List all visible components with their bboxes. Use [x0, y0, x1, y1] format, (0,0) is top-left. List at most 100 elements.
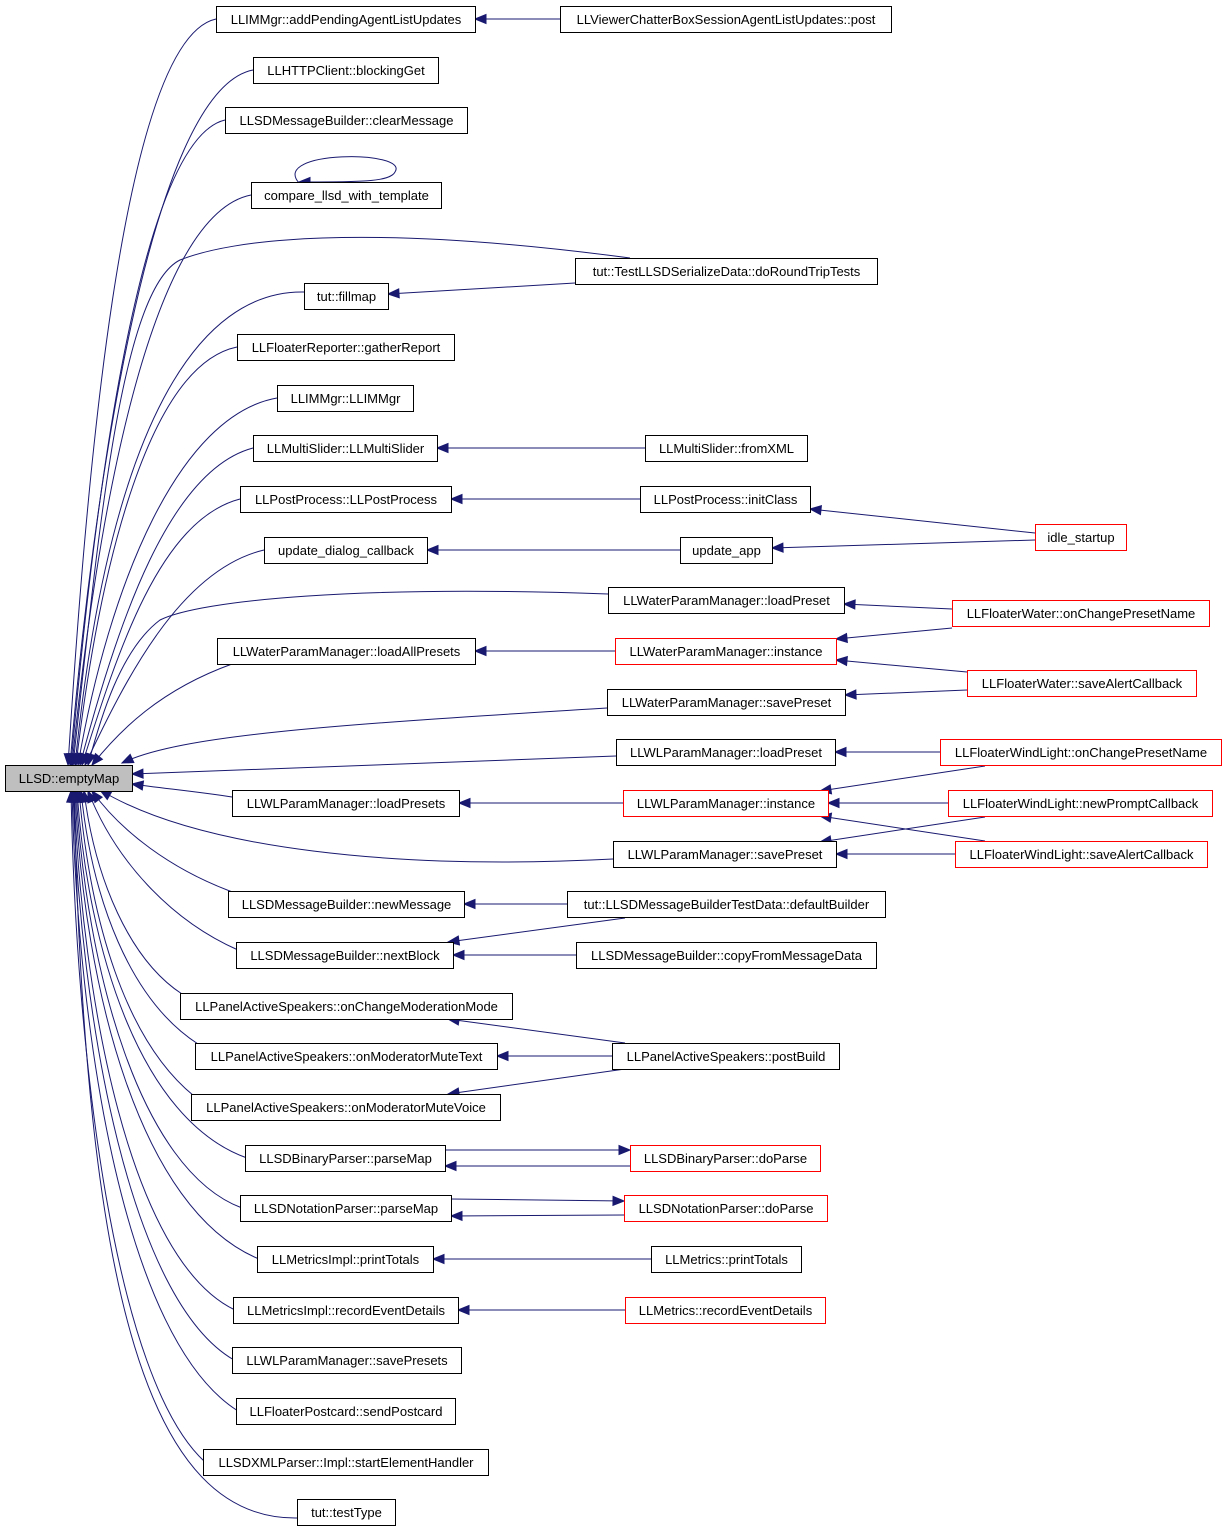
edge-arrowhead [425, 544, 439, 556]
edge-line [819, 816, 986, 843]
node-postProcess[interactable]: LLPostProcess::LLPostProcess [240, 486, 452, 513]
node-onModText[interactable]: LLPanelActiveSpeakers::onModeratorMuteTe… [195, 1043, 498, 1070]
node-onModVoice[interactable]: LLPanelActiveSpeakers::onModeratorMuteVo… [191, 1094, 501, 1121]
edge-arrowhead [842, 599, 856, 610]
edge-arrowhead [69, 789, 80, 803]
edge-waterSavePreset-to-root [120, 707, 608, 764]
node-waterLoadPreset[interactable]: LLWaterParamManager::loadPreset [608, 587, 845, 614]
node-sendPostcard[interactable]: LLFloaterPostcard::sendPostcard [236, 1398, 456, 1425]
node-label: LLMetricsImpl::recordEventDetails [247, 1303, 445, 1318]
node-wlSaveAlert[interactable]: LLFloaterWindLight::saveAlertCallback [955, 841, 1208, 868]
node-fromXML[interactable]: LLMultiSlider::fromXML [645, 435, 808, 462]
node-clearMessage[interactable]: LLSDMessageBuilder::clearMessage [225, 107, 468, 134]
node-label: update_app [692, 543, 761, 558]
node-label: tut::fillmap [317, 289, 376, 304]
node-label: LLFloaterWindLight::onChangePresetName [955, 745, 1207, 760]
node-nextBlock[interactable]: LLSDMessageBuilder::nextBlock [236, 942, 454, 969]
node-chatterPost[interactable]: LLViewerChatterBoxSessionAgentListUpdate… [560, 6, 892, 33]
node-label: LLSD::emptyMap [19, 771, 119, 786]
edge-line [76, 790, 248, 1159]
node-box [612, 1043, 840, 1070]
node-waterInstance[interactable]: LLWaterParamManager::instance [615, 638, 837, 665]
node-wlInstance[interactable]: LLWLParamManager::instance [623, 790, 829, 817]
node-box [575, 258, 878, 285]
node-binParseMap[interactable]: LLSDBinaryParser::parseMap [245, 1145, 446, 1172]
edge-arrowhead [826, 797, 840, 809]
edge-waterLoadPreset-to-root [85, 590, 609, 767]
node-label: LLSDMessageBuilder::nextBlock [250, 948, 440, 963]
node-box [623, 790, 829, 817]
edge-line [450, 1214, 625, 1217]
node-waterOnChange[interactable]: LLFloaterWater::onChangePresetName [952, 600, 1210, 627]
node-label: LLSDBinaryParser::doParse [644, 1151, 807, 1166]
node-updateDialog[interactable]: update_dialog_callback [264, 537, 428, 564]
node-label: LLSDMessageBuilder::clearMessage [240, 113, 454, 128]
edge-arrowhead [91, 752, 104, 767]
node-startElement[interactable]: LLSDXMLParser::Impl::startElementHandler [203, 1449, 489, 1476]
node-root[interactable]: LLSD::emptyMap [5, 765, 133, 792]
edge-line [67, 18, 217, 766]
node-box [625, 1297, 826, 1324]
edge-line [447, 917, 626, 943]
node-wlNewPrompt[interactable]: LLFloaterWindLight::newPromptCallback [948, 790, 1213, 817]
node-waterLoadAll[interactable]: LLWaterParamManager::loadAllPresets [217, 638, 476, 665]
node-label: LLWaterParamManager::savePreset [622, 695, 832, 710]
node-imMgr[interactable]: LLIMMgr::LLIMMgr [277, 385, 414, 412]
edge-line [131, 783, 233, 798]
node-label: LLPostProcess::LLPostProcess [255, 492, 438, 507]
node-box [180, 993, 513, 1020]
node-copyFrom[interactable]: LLSDMessageBuilder::copyFromMessageData [576, 942, 877, 969]
node-postBuild[interactable]: LLPanelActiveSpeakers::postBuild [612, 1043, 840, 1070]
node-recordDetails[interactable]: LLMetrics::recordEventDetails [625, 1297, 826, 1324]
node-onChangeMod[interactable]: LLPanelActiveSpeakers::onChangeModeratio… [180, 993, 513, 1020]
edge-testType-to-root [69, 789, 298, 1519]
node-label: LLMultiSlider::fromXML [659, 441, 794, 456]
node-multiSlider[interactable]: LLMultiSlider::LLMultiSlider [253, 435, 438, 462]
node-implPrintTotals[interactable]: LLMetricsImpl::printTotals [257, 1246, 434, 1273]
edge-layer [63, 13, 1036, 1519]
node-fillmap[interactable]: tut::fillmap [304, 283, 389, 310]
node-testType[interactable]: tut::testType [297, 1499, 396, 1526]
node-gatherReport[interactable]: LLFloaterReporter::gatherReport [237, 334, 455, 361]
node-layer: LLSD::emptyMap LLIMMgr::addPendingAgentLi… [5, 6, 1222, 1526]
node-implRecord[interactable]: LLMetricsImpl::recordEventDetails [233, 1297, 459, 1324]
node-wlSavePresets[interactable]: LLWLParamManager::savePresets [232, 1347, 462, 1374]
node-wlLoadPreset[interactable]: LLWLParamManager::loadPreset [616, 739, 836, 766]
node-binDoParse[interactable]: LLSDBinaryParser::doParse [630, 1145, 821, 1172]
node-notParseMap[interactable]: LLSDNotationParser::parseMap [240, 1195, 452, 1222]
edge-updateApp-to-updateDialog [425, 544, 680, 556]
node-box [940, 739, 1222, 766]
node-box [236, 1398, 456, 1425]
edge-arrowhead [457, 797, 471, 809]
node-roundTrip[interactable]: tut::TestLLSDSerializeData::doRoundTripT… [575, 258, 878, 285]
node-label: LLMetrics::printTotals [665, 1252, 788, 1267]
node-box [680, 537, 773, 564]
node-idleStartup[interactable]: idle_startup [1035, 524, 1127, 551]
node-box [216, 6, 476, 33]
edge-nextBlock-to-root [87, 789, 239, 951]
node-compare[interactable]: compare_llsd_with_template [251, 182, 442, 209]
node-box [952, 600, 1210, 627]
node-label: tut::LLSDMessageBuilderTestData::default… [584, 897, 870, 912]
node-defaultBuilder[interactable]: tut::LLSDMessageBuilderTestData::default… [567, 891, 886, 918]
node-updateApp[interactable]: update_app [680, 537, 773, 564]
node-newMessage[interactable]: LLSDMessageBuilder::newMessage [228, 891, 465, 918]
node-box [967, 670, 1197, 697]
node-notDoParse[interactable]: LLSDNotationParser::doParse [624, 1195, 828, 1222]
node-box [203, 1449, 489, 1476]
node-waterSavePreset[interactable]: LLWaterParamManager::savePreset [607, 689, 846, 716]
node-wlLoadPresets[interactable]: LLWLParamManager::loadPresets [232, 790, 460, 817]
edge-waterLoadAll-to-root [91, 663, 233, 767]
node-initClass[interactable]: LLPostProcess::initClass [640, 486, 811, 513]
node-box [567, 891, 886, 918]
node-addPending[interactable]: LLIMMgr::addPendingAgentListUpdates [216, 6, 476, 33]
edge-line [387, 282, 576, 295]
edge-line [99, 789, 614, 863]
node-printTotals[interactable]: LLMetrics::printTotals [651, 1246, 802, 1273]
edge-arrowhead [130, 780, 145, 791]
node-blockingGet[interactable]: LLHTTPClient::blockingGet [253, 57, 439, 84]
node-wlSavePreset[interactable]: LLWLParamManager::savePreset [613, 841, 837, 868]
node-waterSaveAlert[interactable]: LLFloaterWater::saveAlertCallback [967, 670, 1197, 697]
edge-postBuild-to-onModText [495, 1050, 612, 1062]
node-wlOnChange[interactable]: LLFloaterWindLight::onChangePresetName [940, 739, 1222, 766]
